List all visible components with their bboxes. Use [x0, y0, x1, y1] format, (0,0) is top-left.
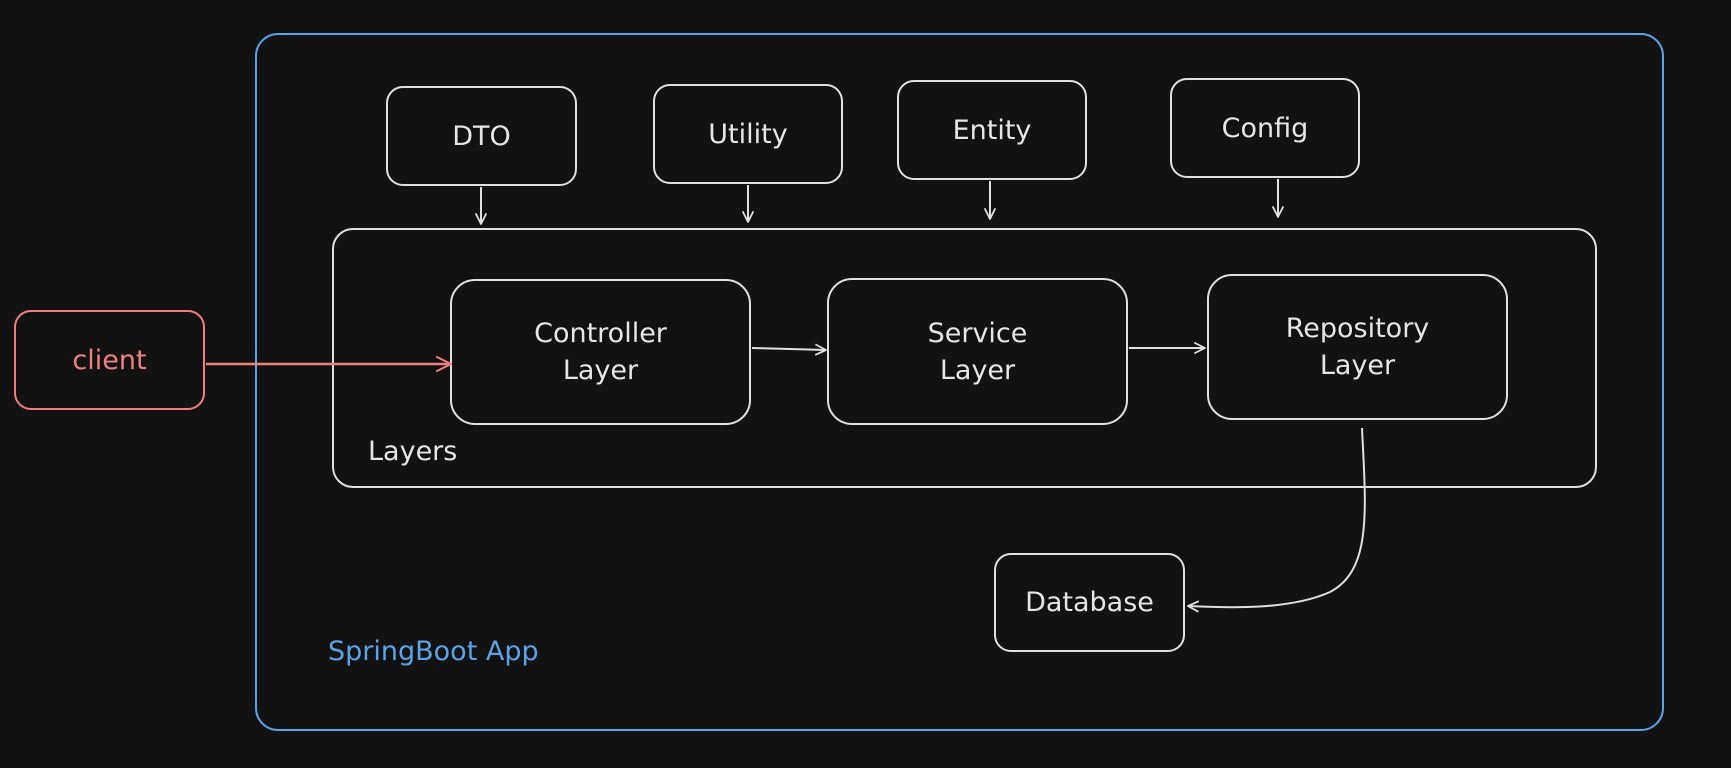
- repository-layer-line1: Repository: [1285, 313, 1430, 344]
- dto-label: DTO: [452, 120, 511, 152]
- repository-layer-label: Repository Layer: [1208, 275, 1507, 419]
- client-label: client: [72, 344, 147, 376]
- utility-label: Utility: [708, 118, 788, 150]
- springboot-app-container: [255, 33, 1664, 731]
- controller-to-service-arrow: [751, 343, 827, 356]
- config-label: Config: [1221, 112, 1309, 144]
- repository-layer-box: [1207, 274, 1508, 420]
- entity-label: Entity: [952, 114, 1032, 146]
- utility-box: [653, 84, 843, 184]
- repository-to-database-arrow: [1187, 427, 1366, 613]
- entity-box: [897, 80, 1087, 180]
- service-layer-box: [827, 278, 1128, 425]
- dto-box: [386, 86, 577, 186]
- controller-layer-box: [450, 279, 751, 425]
- controller-layer-label: Controller Layer: [451, 280, 750, 424]
- controller-layer-line2: Layer: [562, 355, 639, 386]
- client-box: [14, 310, 205, 410]
- repository-layer-line2: Layer: [1319, 350, 1396, 381]
- database-label: Database: [1025, 587, 1154, 618]
- springboot-app-label: SpringBoot App: [328, 636, 539, 667]
- database-box: [994, 553, 1185, 652]
- controller-layer-line1: Controller: [534, 318, 667, 349]
- service-layer-line2: Layer: [939, 354, 1016, 386]
- service-layer-line1: Service: [927, 317, 1028, 349]
- layers-group-box: [332, 228, 1597, 488]
- layers-group-label: Layers: [368, 436, 458, 467]
- config-box: [1170, 78, 1360, 178]
- service-layer-label: Service Layer: [828, 279, 1127, 424]
